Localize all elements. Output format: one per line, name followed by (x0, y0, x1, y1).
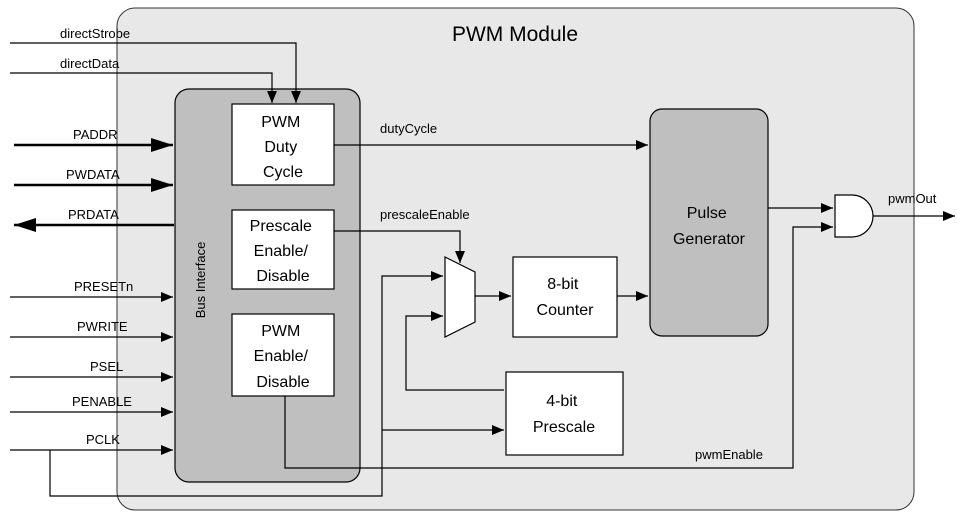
prescale-feedback-wire (405, 311, 504, 391)
pwmEnable-label: pwmEnable (695, 447, 763, 462)
directData-label: directData (60, 56, 120, 71)
counter-8bit-label: 8-bit Counter (537, 276, 595, 319)
directStrobe-wire (10, 42, 301, 103)
directData-wire (10, 72, 277, 103)
pwm-duty-cycle-block (231, 103, 335, 186)
PADDR-label: PADDR (73, 127, 118, 142)
prescaleEnable-wire (334, 230, 465, 263)
pulse-generator-label: Pulse Generator (673, 205, 746, 248)
pwm-duty-cycle-label: PWM Duty Cycle (261, 114, 305, 181)
prescale-4bit-block (505, 371, 624, 456)
pulse-generator-block (649, 108, 769, 337)
pwm-enable-label: PWM Enable/ Disable (254, 323, 313, 391)
PSEL-label: PSEL (90, 359, 123, 374)
PCLK-label: PCLK (86, 432, 120, 447)
pclk-branch-wire (49, 271, 443, 497)
PWRITE-label: PWRITE (77, 319, 128, 334)
mux-symbol (444, 256, 476, 338)
prescale-enable-block (231, 209, 335, 290)
PRESETn-label: PRESETn (74, 279, 133, 294)
PENABLE-label: PENABLE (72, 394, 132, 409)
prescaleEnable-label: prescaleEnable (380, 207, 470, 222)
pwm-enable-block (231, 313, 335, 397)
prescale-enable-label: Prescale Enable/ Disable (250, 218, 317, 285)
and-gate-symbol (834, 194, 874, 238)
pwmEnable-wire (284, 222, 833, 469)
PRDATA-label: PRDATA (68, 207, 119, 222)
bus-interface-label: Bus Interface (193, 242, 208, 319)
prescale-4bit-label: 4-bit Prescale (533, 393, 595, 436)
PWDATA-label: PWDATA (66, 167, 120, 182)
counter-8bit-block (512, 256, 618, 338)
module-title: PWM Module (452, 23, 578, 46)
dutyCycle-label: dutyCycle (380, 121, 437, 136)
directStrobe-label: directStrobe (60, 26, 130, 41)
pwmOut-label: pwmOut (888, 191, 937, 206)
